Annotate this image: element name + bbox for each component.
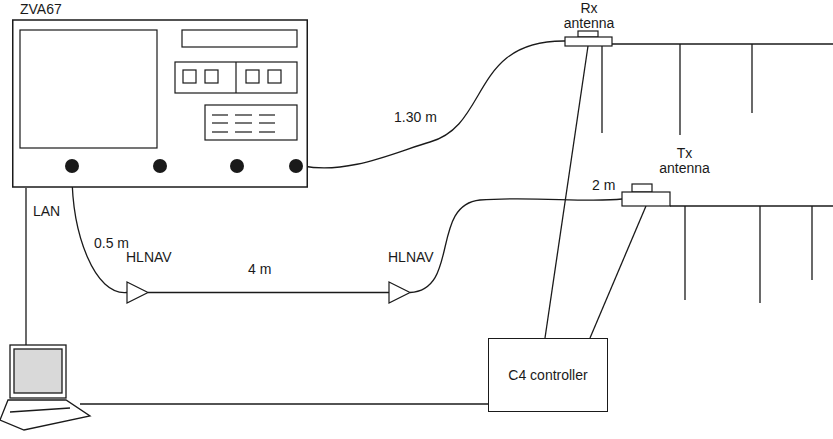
- laptop-display: [14, 349, 62, 393]
- laptop-screen: [10, 345, 66, 398]
- rx-rail: [612, 43, 833, 44]
- rx-support: [751, 44, 752, 113]
- cable-length: 2 m: [590, 178, 617, 193]
- port: [289, 159, 303, 173]
- node-label: ZVA67: [20, 2, 62, 17]
- link-label: LAN: [31, 204, 62, 219]
- lan-cable: [25, 188, 26, 345]
- tx-support: [759, 206, 760, 303]
- rx-support: [679, 44, 680, 135]
- amplifier-symbol: [389, 282, 410, 303]
- amplifier: HLNAV: [380, 250, 444, 306]
- controller-box: C4 controller: [488, 338, 608, 412]
- antenna-top: [578, 31, 598, 37]
- network-analyzer: ZVA67: [12, 3, 308, 188]
- node-label: Rx antenna: [558, 1, 620, 31]
- button: [205, 70, 218, 83]
- port: [153, 159, 167, 173]
- tx-support: [811, 206, 812, 280]
- amplifier-symbol: [127, 282, 148, 303]
- cable-length: 4 m: [246, 262, 273, 277]
- cable-length: 0.5 m: [92, 236, 131, 251]
- cable-length: 1.30 m: [392, 110, 439, 125]
- laptop-keys: [10, 408, 70, 412]
- cable: [303, 41, 565, 168]
- node-label: HLNAV: [126, 250, 172, 265]
- keypad-panel: [205, 105, 297, 140]
- tx-support: [684, 206, 685, 300]
- laptop-base: [0, 400, 90, 430]
- analyzer-screen: [20, 30, 157, 148]
- cable: [148, 292, 389, 293]
- node-label: C4 controller: [508, 368, 588, 383]
- tx-antenna-drawing: [618, 146, 713, 208]
- cable: [590, 206, 646, 338]
- antenna-body: [622, 192, 670, 206]
- rx-antenna: Rx antenna: [558, 0, 620, 48]
- tx-rail: [670, 205, 833, 206]
- analyzer-case: [13, 20, 308, 187]
- control-cable: [80, 403, 488, 404]
- analyzer-slot: [182, 30, 297, 47]
- amplifier: HLNAV: [118, 250, 182, 306]
- node-label: Tx antenna: [656, 146, 713, 176]
- port: [230, 159, 244, 173]
- port: [65, 159, 79, 173]
- panel-divider: [235, 62, 236, 93]
- cable: [410, 199, 622, 293]
- rx-support: [601, 44, 602, 133]
- keypad-keys: [212, 115, 275, 132]
- cable: [72, 173, 127, 293]
- network-analyzer-drawing: [12, 3, 308, 188]
- button-panel: [175, 62, 297, 93]
- node-label: HLNAV: [388, 250, 434, 265]
- antenna-top: [632, 184, 652, 192]
- cable: [545, 46, 588, 338]
- tx-antenna: Tx antenna: [618, 146, 713, 208]
- antenna-body: [565, 37, 612, 46]
- button: [268, 70, 281, 83]
- button: [246, 70, 259, 83]
- button: [183, 70, 196, 83]
